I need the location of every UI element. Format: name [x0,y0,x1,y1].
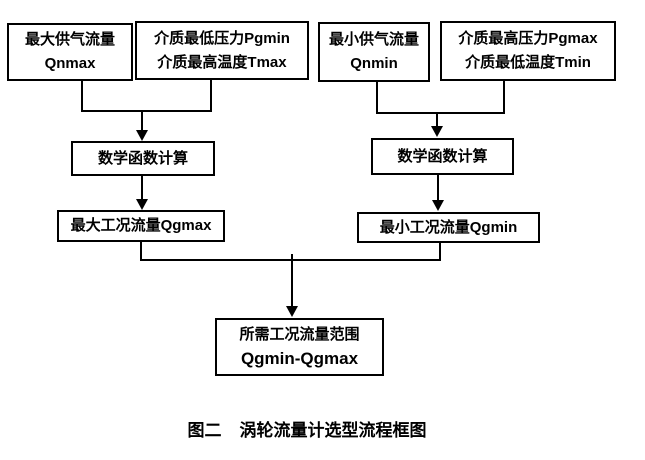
figure-caption-label: 图二 [187,421,222,440]
box-qnmax: 最大供气流量 Qnmax [7,23,133,81]
arrow-right-calc-shaft [436,112,438,127]
box-pgmax-tmin-line2: 介质最低温度Tmin [465,54,591,71]
box-result-line2: Qgmin-Qgmax [240,349,359,368]
box-pgmin-tmax-line2: 介质最高温度Tmax [157,53,287,71]
connector-left-join [81,110,212,112]
arrow-qgmin-shaft [437,175,439,201]
box-calc-left: 数学函数计算 [71,141,215,176]
arrow-result-shaft [291,254,293,307]
box-qnmax-line2: Qnmax [44,55,96,72]
box-pgmax-tmin-line1: 介质最高压力Pgmax [458,30,598,47]
box-qgmin: 最小工况流量Qgmin [357,212,540,243]
box-qgmax-label: 最大工况流量Qgmax [70,217,212,234]
box-qnmin-line2: Qnmin [350,55,398,72]
box-pgmax-tmin: 介质最高压力Pgmax 介质最低温度Tmin [440,21,616,81]
arrow-down-icon [136,199,148,210]
connector-pgmax-tmin-drop [503,81,505,113]
connector-qgmax-drop [140,242,142,261]
connector-right-join [376,112,505,114]
arrow-down-icon [432,200,444,211]
connector-qnmax-drop [81,81,83,112]
box-calc-right: 数学函数计算 [371,138,514,175]
arrow-down-icon [286,306,298,317]
box-calc-left-label: 数学函数计算 [97,149,188,167]
connector-merge-join [140,259,441,261]
connector-qgmin-drop [439,243,441,261]
box-qnmax-line1: 最大供气流量 [24,31,115,48]
figure-caption-title: 涡轮流量计选型流程框图 [239,421,427,440]
box-result: 所需工况流量范围 Qgmin-Qgmax [215,318,384,376]
arrow-down-icon [431,126,443,137]
arrow-down-icon [136,130,148,141]
box-qgmin-label: 最小工况流量Qgmin [379,218,518,236]
connector-qnmin-drop [376,82,378,113]
box-qgmax: 最大工况流量Qgmax [57,210,225,242]
box-qnmin: 最小供气流量 Qnmin [318,22,430,82]
box-calc-right-label: 数学函数计算 [397,147,488,165]
box-qnmin-line1: 最小供气流量 [328,31,419,48]
box-pgmin-tmax: 介质最低压力Pgmin 介质最高温度Tmax [135,21,309,80]
figure-caption: 图二涡轮流量计选型流程框图 [7,416,607,441]
arrow-left-calc-shaft [141,110,143,131]
arrow-qgmax-shaft [141,176,143,200]
box-result-line1: 所需工况流量范围 [239,326,360,343]
connector-pgmin-tmax-drop [210,80,212,112]
box-pgmin-tmax-line1: 介质最低压力Pgmin [154,29,290,47]
